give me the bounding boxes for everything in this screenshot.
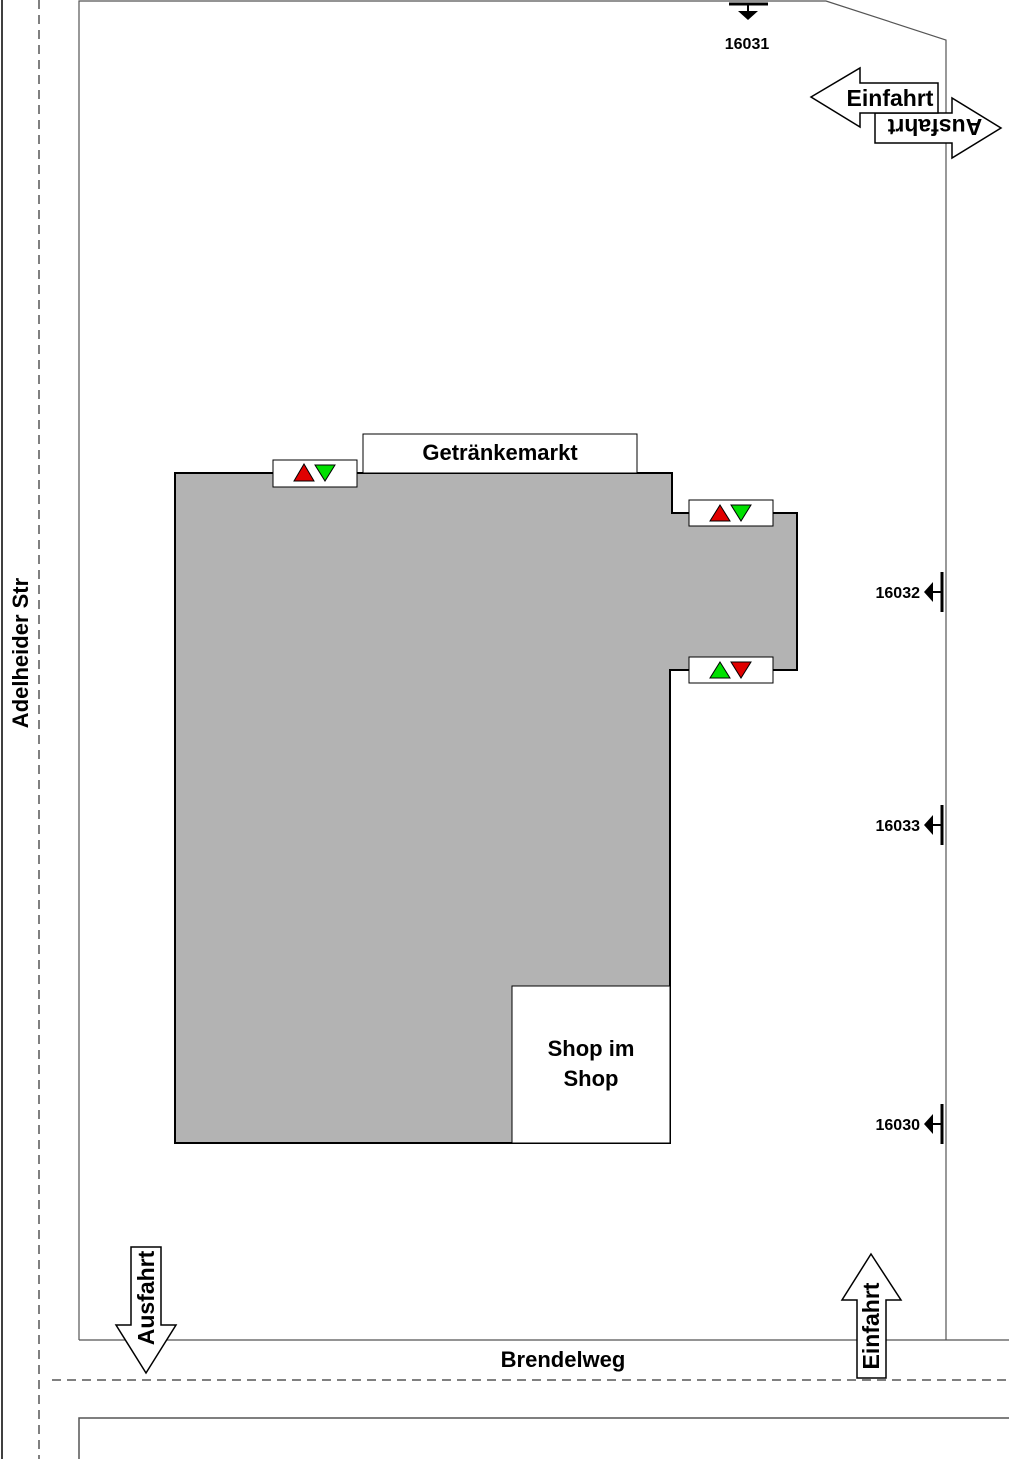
street-name-adelheider-str: Adelheider Str (8, 577, 33, 728)
getraenkemarkt-sign (362, 433, 638, 474)
door-north (272, 459, 358, 488)
exit-label: Ausfahrt (887, 114, 982, 140)
neighbor-lot (78, 1417, 1009, 1459)
camera-arrow-icon (924, 582, 933, 602)
camera-id: 16031 (725, 36, 770, 53)
camera-arrow-icon (924, 815, 933, 835)
camera-arrow-icon (924, 1114, 933, 1134)
exit-label: Ausfahrt (133, 1250, 159, 1345)
exit-arrow-bottom: Ausfahrt (114, 1246, 178, 1375)
shop-im-shop-area (511, 985, 671, 1144)
camera-16031: 16031 (725, 2, 770, 53)
up-icon (709, 661, 731, 679)
door-east-lower (688, 656, 774, 684)
entry-up-icon (293, 463, 315, 482)
getraenkemarkt-label: Getränkemarkt (422, 440, 578, 465)
camera-16033: 16033 (876, 805, 944, 845)
camera-16030: 16030 (876, 1104, 944, 1144)
camera-id: 16032 (876, 585, 921, 602)
street-name-brendelweg: Brendelweg (501, 1347, 626, 1372)
door-east-upper (688, 499, 774, 527)
building (174, 472, 798, 1144)
camera-id: 16033 (876, 818, 921, 835)
entry-label: Einfahrt (847, 85, 934, 111)
entry-arrow-bottom: Einfahrt (840, 1252, 903, 1379)
shop-label-line1: Shop im (548, 1036, 635, 1061)
camera-id: 16030 (876, 1117, 921, 1134)
camera-16032: 16032 (876, 572, 944, 612)
entry-up-icon (709, 504, 731, 522)
exit-down-icon (730, 504, 752, 522)
entry-label: Einfahrt (858, 1282, 884, 1369)
exit-down-icon (314, 464, 336, 482)
down-icon (730, 661, 752, 679)
lot-boundary (78, 0, 947, 1340)
shop-label-line2: Shop (564, 1066, 619, 1091)
camera-arrow-icon (738, 11, 758, 20)
entry-arrow-top: Einfahrt (809, 66, 939, 129)
